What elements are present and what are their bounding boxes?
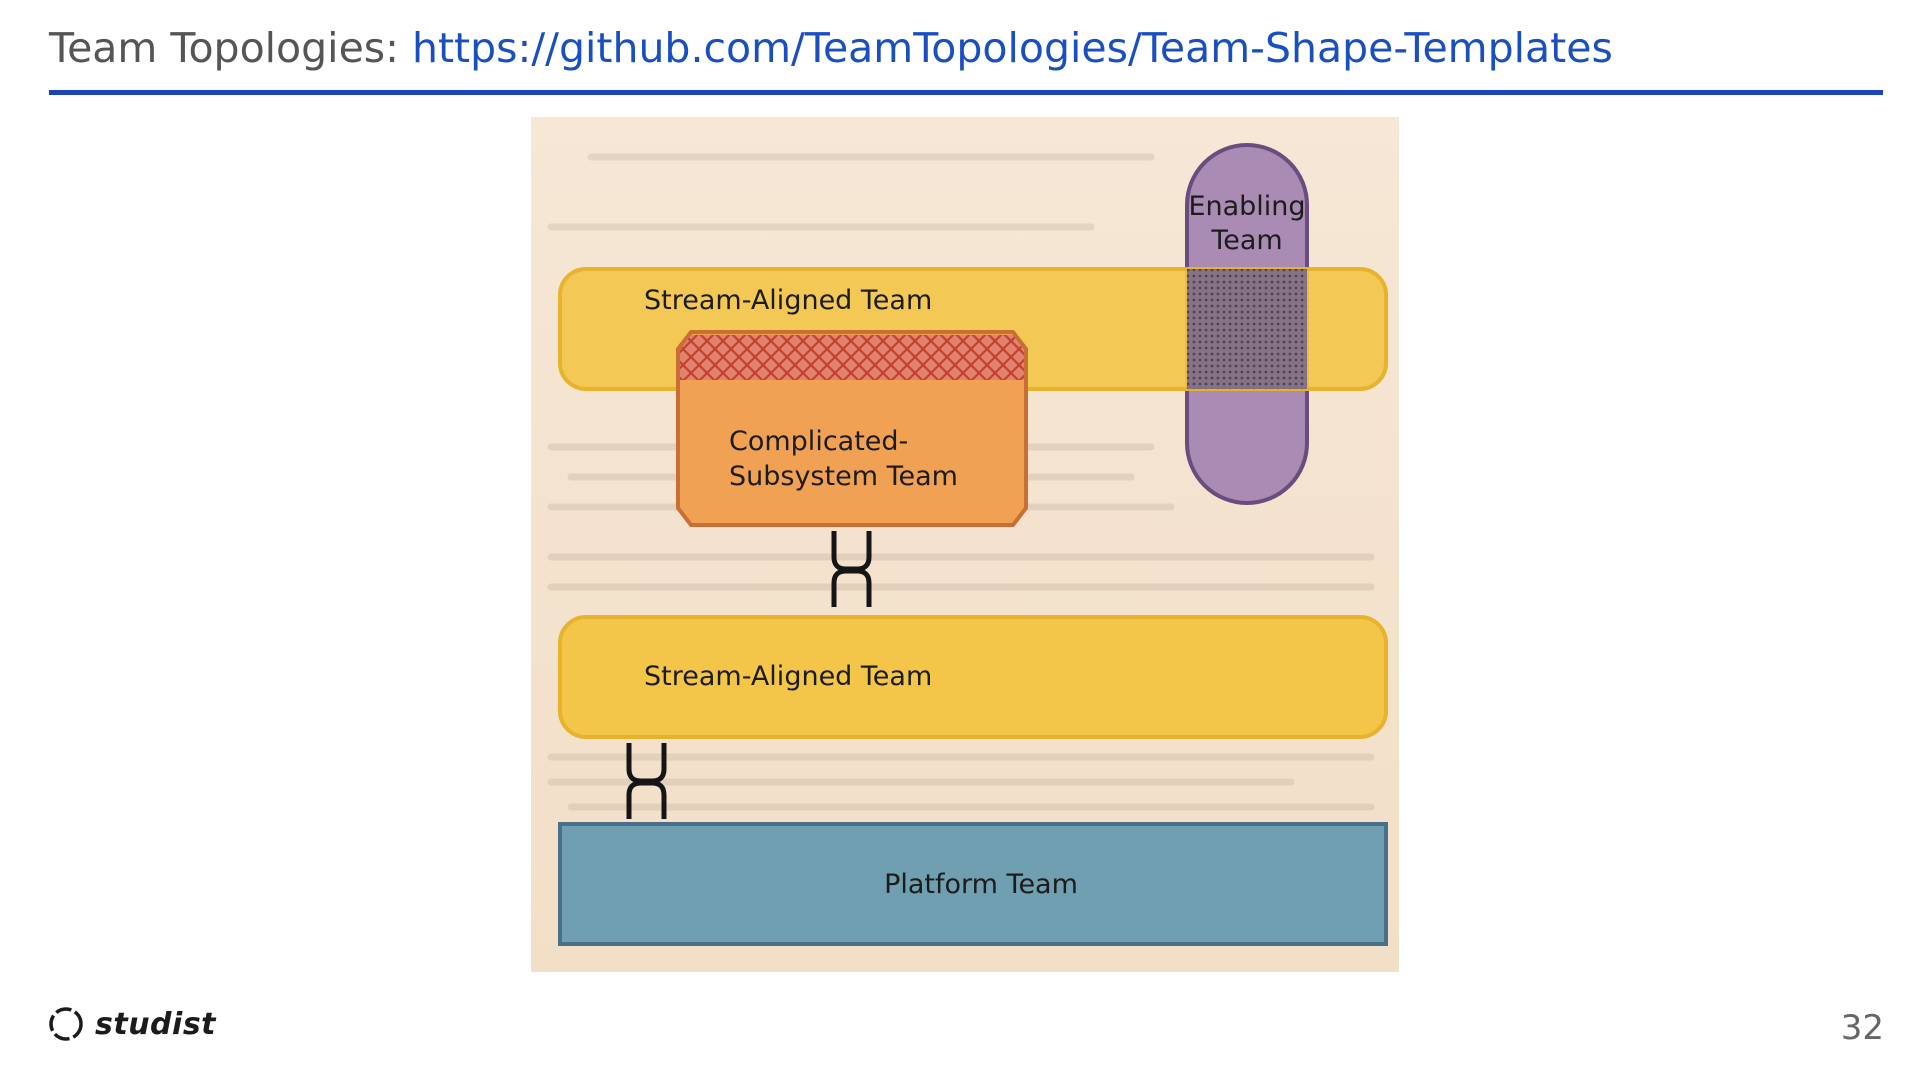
team-topologies-diagram-photo: Enabling Team Stream-Aligned Team Compli… [531, 117, 1399, 972]
studist-logo-icon [49, 1007, 83, 1041]
complicated-subsystem-overlap-area [680, 335, 1024, 380]
enabling-team-label-line1: Enabling [1188, 191, 1305, 222]
complicated-subsystem-label-line1: Complicated- [729, 426, 908, 457]
stream-aligned-team-bottom-shape [558, 615, 1388, 739]
studist-logo-text: studist [95, 1006, 217, 1042]
studist-logo: studist [47, 1005, 216, 1043]
complicated-subsystem-team-shape [676, 330, 1028, 527]
page-number: 32 [1840, 1008, 1884, 1048]
stream-aligned-team-top-label: Stream-Aligned Team [644, 285, 932, 316]
title-prefix: Team Topologies: [49, 24, 412, 72]
x-as-a-service-icon-upper [831, 531, 872, 607]
platform-team-label: Platform Team [884, 869, 1078, 900]
team-topologies-diagram: Enabling Team Stream-Aligned Team Compli… [547, 143, 1388, 946]
platform-team-shape [558, 822, 1388, 946]
x-as-a-service-icon-lower [626, 743, 667, 819]
page-title: Team Topologies: https://github.com/Team… [49, 18, 1613, 78]
title-link[interactable]: https://github.com/TeamTopologies/Team-S… [412, 24, 1613, 72]
title-divider [49, 90, 1883, 95]
complicated-subsystem-label-line2: Subsystem Team [729, 461, 958, 492]
enabling-overlap-area [1187, 269, 1307, 389]
enabling-team-label-line2: Team [1210, 225, 1282, 256]
stream-aligned-team-bottom-label: Stream-Aligned Team [644, 661, 932, 692]
